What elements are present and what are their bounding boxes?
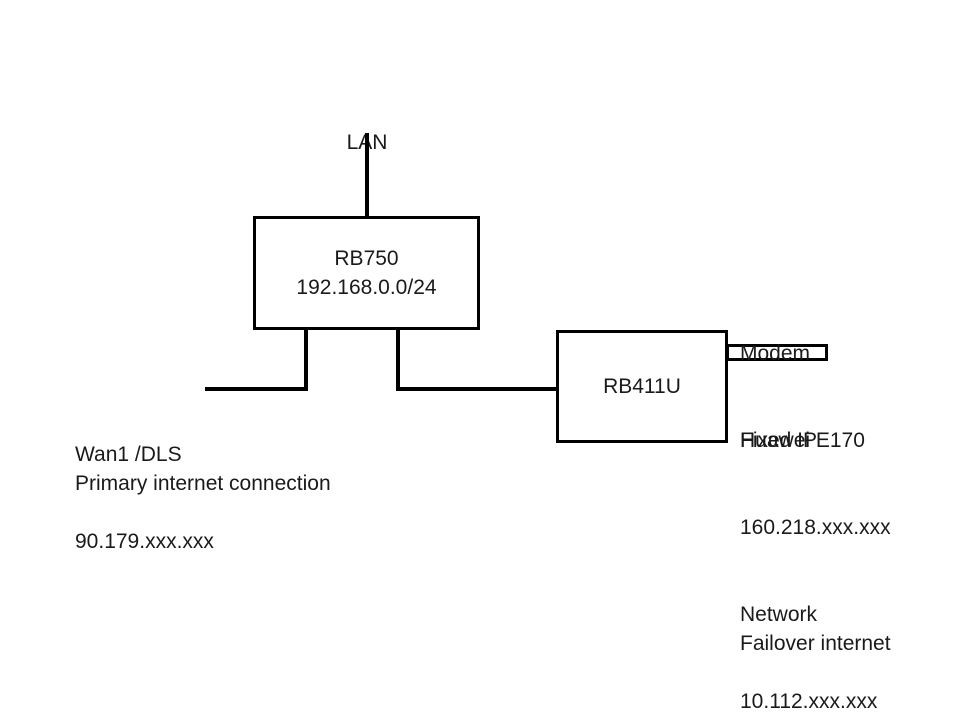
modem-detail-network-label: Network bbox=[740, 603, 818, 626]
rb750-wan1-connector-horizontal bbox=[205, 387, 308, 391]
modem-detail-network-value: 10.112.xxx.xxx bbox=[740, 690, 878, 713]
rb750-box: RB750 192.168.0.0/24 bbox=[253, 216, 480, 330]
modem-details: Fixed IP 160.218.xxx.xxx Network 10.112.… bbox=[740, 368, 891, 720]
modem-title: Modem bbox=[740, 342, 811, 365]
rb750-rb411u-connector-vertical bbox=[396, 330, 400, 391]
modem-shape bbox=[726, 344, 828, 361]
failover-note-line2: connection bbox=[740, 716, 891, 720]
modem-detail-fixed-ip-value: 160.218.xxx.xxx bbox=[740, 516, 891, 539]
rb750-wan1-connector-vertical bbox=[304, 330, 308, 391]
failover-note: Failover internet connection bbox=[740, 571, 891, 720]
modem-model: Huawei E170 bbox=[740, 429, 865, 452]
rb411u-box: RB411U bbox=[556, 330, 728, 443]
rb750-network: 192.168.0.0/24 bbox=[296, 276, 437, 299]
modem-detail-fixed-ip-label: Fixed IP bbox=[740, 429, 818, 452]
rb750-name: RB750 bbox=[334, 247, 399, 270]
lan-rb750-connector-line bbox=[365, 133, 369, 216]
modem-label: Modem Huawei E170 bbox=[740, 281, 865, 513]
rb750-rb411u-connector-horizontal bbox=[396, 387, 556, 391]
rb411u-name: RB411U bbox=[603, 375, 681, 398]
wan1-name: Wan1 /DLS bbox=[75, 443, 182, 466]
failover-note-line1: Failover internet bbox=[740, 632, 891, 655]
primary-connection-note: Primary internet connection bbox=[75, 472, 331, 495]
wan1-label: Wan1 /DLS 90.179.xxx.xxx bbox=[75, 382, 214, 614]
wan1-ip: 90.179.xxx.xxx bbox=[75, 530, 214, 553]
